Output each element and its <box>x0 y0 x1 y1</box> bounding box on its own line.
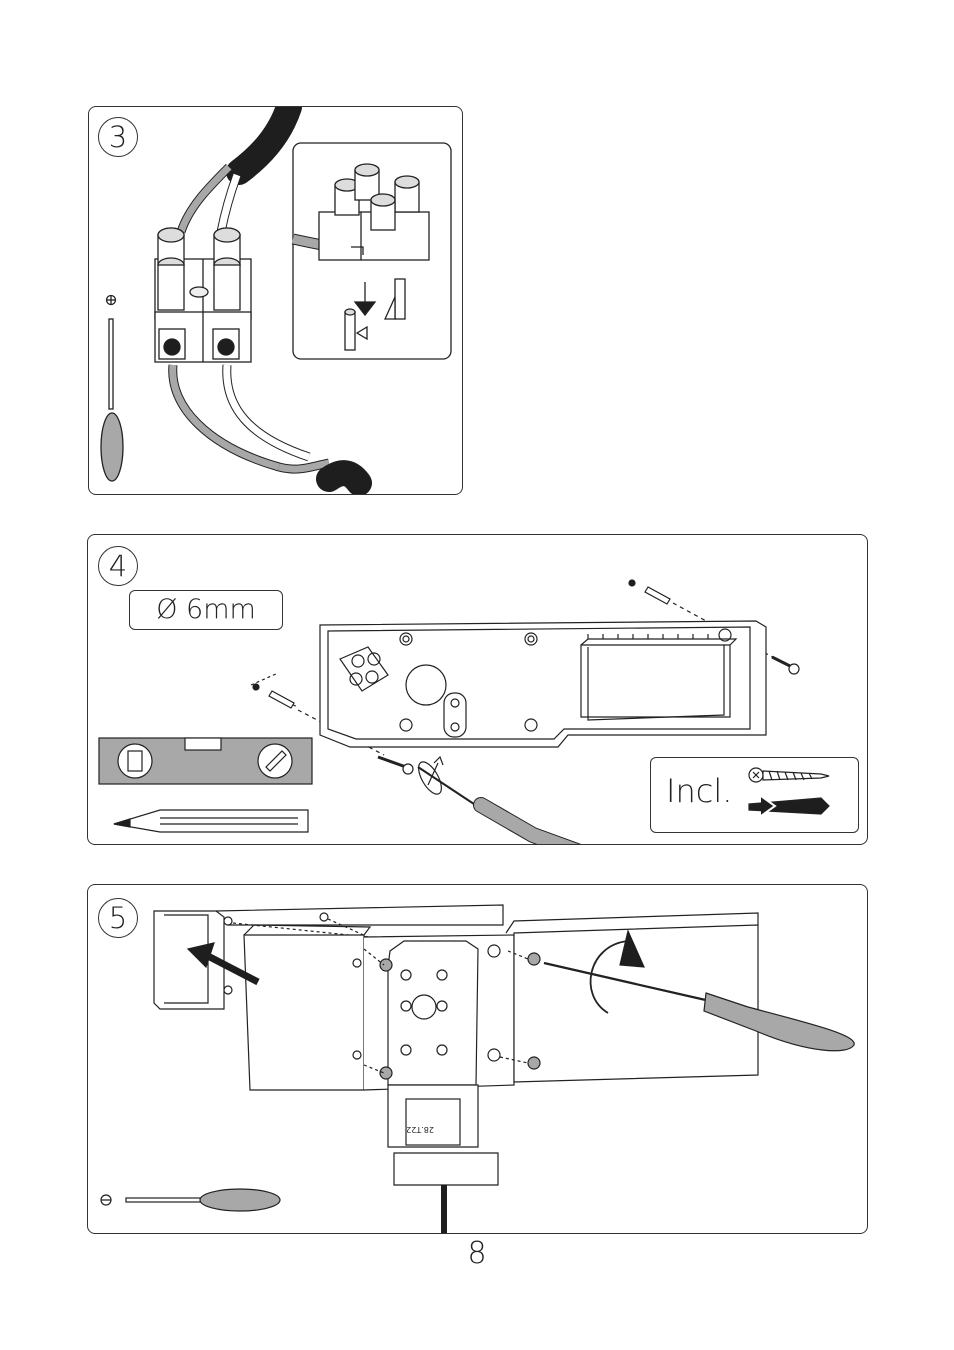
step-3-panel: 3 <box>88 106 463 495</box>
drill-size-label: Ø 6mm <box>129 590 283 630</box>
step-4-number: 4 <box>98 546 138 586</box>
page-number: 8 <box>0 1236 954 1271</box>
socket-marking: 28.T22 <box>406 1125 434 1134</box>
screw-and-plug-icon <box>651 758 860 834</box>
step-4-panel: 4 Ø 6mm Incl. <box>87 534 868 845</box>
step-5-number: 5 <box>98 898 138 938</box>
step-5-panel: 5 <box>87 884 868 1234</box>
step-3-number: 3 <box>98 117 138 157</box>
step-3-illustration <box>89 107 463 495</box>
included-parts-box: Incl. <box>650 757 859 833</box>
step-5-illustration: 28.T22 <box>88 885 868 1234</box>
